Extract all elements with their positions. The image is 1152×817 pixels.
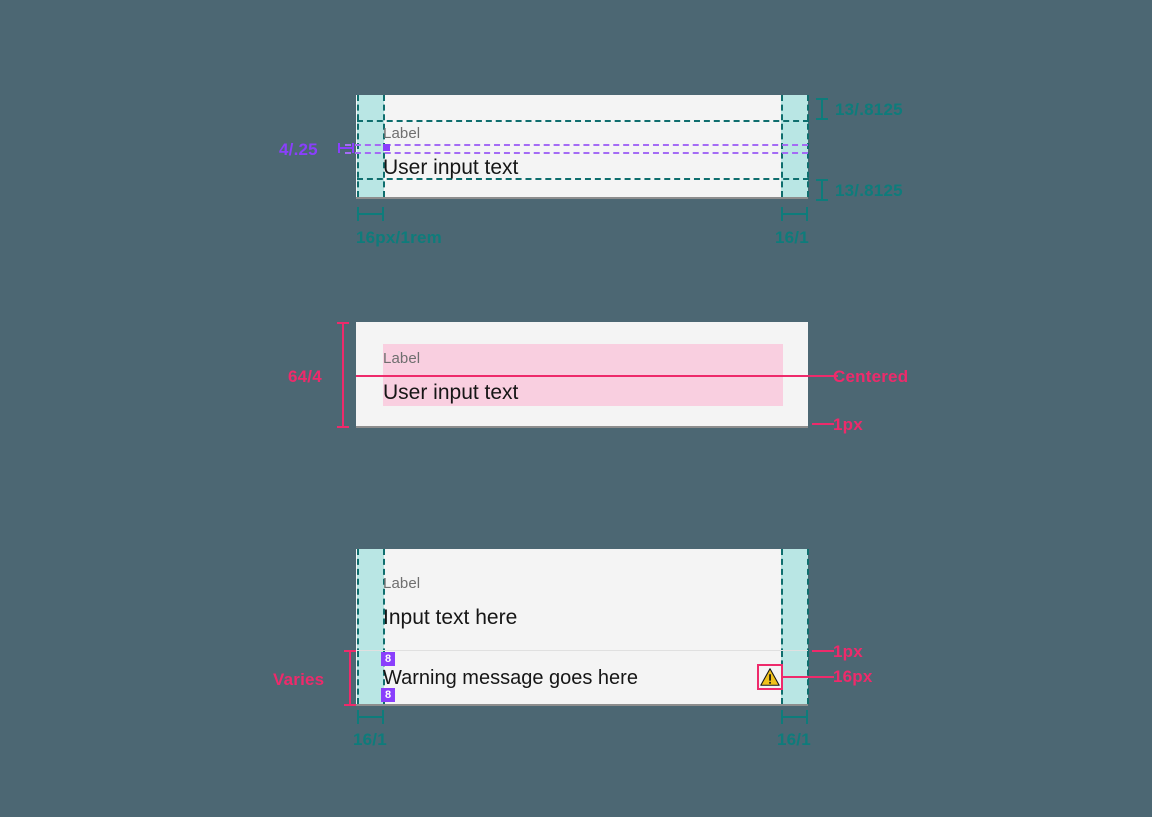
right-gap-ibeam [781,207,808,221]
left-padding-guide [357,549,359,704]
warning-left-padding-swatch [357,651,384,704]
right-gap-ibeam [781,710,808,724]
left-gap-ibeam [357,207,384,221]
type-baseline-marker [383,144,390,151]
field-two-value: User input text [383,381,519,404]
divider-leader [812,650,834,652]
warning-triangle-icon [760,668,780,686]
bottom-padding-annotation: 13/.8125 [835,181,903,200]
icon-size-leader [783,676,834,678]
centered-annotation: Centered [833,367,909,386]
right-gap-annotation: 16/1 [777,730,811,749]
right-padding-guide [807,95,809,197]
icon-size-annotation: 16px [833,667,873,686]
field-underline [356,426,808,428]
left-gap-annotation: 16px/1rem [356,228,442,247]
bottom-content-guide [357,178,809,180]
top-content-guide [357,120,809,122]
type-baseline-guide-lower [345,152,808,154]
spacing-badge-above: 8 [381,652,395,666]
spacing-badge-below: 8 [381,688,395,702]
warning-message-text: Warning message goes here [383,667,638,689]
right-padding-guide [807,549,809,704]
field-one-label: Label [383,125,421,142]
field-underline [356,197,808,199]
right-content-guide [781,549,783,704]
warning-height-ibeam [344,650,356,706]
field-one-value: User input text [383,156,519,179]
field-three-value: Input text here [383,606,518,629]
right-padding-swatch [781,95,808,197]
field-two-label: Label [383,350,421,367]
field-underline [356,704,808,706]
bottom-padding-ibeam [816,179,828,201]
left-padding-swatch [357,95,384,197]
warning-row [357,651,808,704]
right-gap-annotation: 16/1 [775,228,809,247]
warning-divider [357,650,808,651]
warning-left-guide [357,651,359,704]
left-gap-annotation: 16/1 [353,730,387,749]
warning-left-content-guide [383,651,385,704]
warning-height-annotation: Varies [273,670,325,689]
type-spacing-ibeam [338,143,354,153]
border-annotation: 1px [833,415,863,434]
vertical-center-line [356,375,820,377]
field-height-annotation: 64/4 [288,367,322,386]
left-gap-ibeam [357,710,384,724]
border-leader [812,423,834,425]
text-input-field-one[interactable] [356,95,808,199]
top-padding-annotation: 13/.8125 [835,100,903,119]
field-height-ibeam [337,322,349,428]
warning-icon-measure-box [757,664,783,690]
right-content-guide [781,95,783,197]
left-padding-guide [357,95,359,197]
left-content-guide [383,549,385,704]
top-padding-ibeam [816,98,828,120]
type-spacing-annotation: 4/.25 [279,140,318,159]
divider-annotation: 1px [833,642,863,661]
centered-leader [820,375,838,377]
type-baseline-guide-upper [345,144,808,146]
field-three-label: Label [383,575,421,592]
